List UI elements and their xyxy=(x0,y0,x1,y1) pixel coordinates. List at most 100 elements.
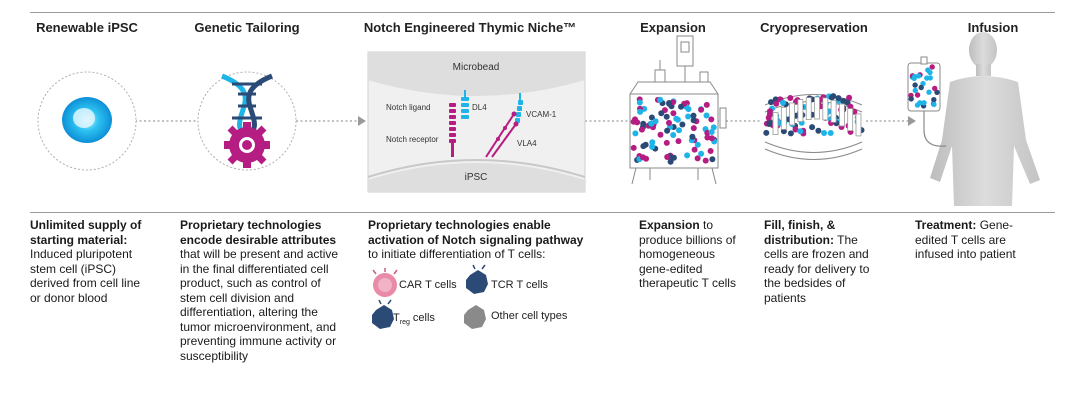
treg-cell-icon xyxy=(372,299,394,329)
cell-dot xyxy=(934,89,940,96)
stage-title-ipsc: Renewable iPSC xyxy=(36,20,138,35)
cell-dot xyxy=(908,96,914,102)
cell-dot xyxy=(708,129,715,135)
cell-dot xyxy=(630,144,637,151)
cell-dot xyxy=(840,98,847,104)
cell-dot xyxy=(638,126,645,133)
legend-icons xyxy=(372,264,488,329)
cell-dot xyxy=(657,96,664,103)
cell-dot xyxy=(664,154,671,160)
cell-dot xyxy=(932,85,938,92)
cell-dot xyxy=(676,127,682,134)
cell-dot xyxy=(637,108,644,115)
cell-dot xyxy=(827,130,834,136)
legend-car-label: CAR T cells xyxy=(399,279,457,291)
desc-ipsc: Unlimited supply of starting material: I… xyxy=(30,218,142,305)
cell-dot xyxy=(912,82,918,88)
cell-dot xyxy=(685,106,692,113)
human-silhouette-icon xyxy=(930,32,1040,206)
cell-dot xyxy=(835,95,842,102)
cell-dot xyxy=(765,114,772,121)
cell-dot xyxy=(830,93,837,100)
cell-dot xyxy=(927,75,933,81)
cryo-vial xyxy=(789,102,795,126)
cryo-vial xyxy=(855,113,862,137)
cryo-vial xyxy=(780,107,787,130)
cell-dot xyxy=(649,139,656,146)
cryo-vial xyxy=(839,103,845,127)
cell-dot xyxy=(698,106,705,113)
cell-dot xyxy=(768,99,774,106)
cell-dot xyxy=(809,124,816,131)
cell-dot xyxy=(710,124,717,131)
label-ipsc: iPSC xyxy=(465,172,488,183)
cell-dot xyxy=(690,125,697,132)
desc-expansion: Expansion to produce billions of homogen… xyxy=(639,218,736,290)
cell-dot xyxy=(657,131,664,138)
cell-dot xyxy=(702,157,709,164)
cell-dot xyxy=(679,121,686,128)
cell-dot xyxy=(708,116,715,123)
label-microbead: Microbead xyxy=(453,62,500,73)
cell-dot xyxy=(914,92,921,98)
cell-dot xyxy=(787,130,794,137)
cell-dot xyxy=(667,158,674,165)
process-illustration: Microbead Notch ligand DL4 VCAM-1 Notch … xyxy=(37,32,1040,206)
cell-dot xyxy=(666,100,673,106)
label-vcam1: VCAM-1 xyxy=(526,110,557,119)
cell-dot xyxy=(915,73,922,79)
label-vla4: VLA4 xyxy=(517,139,537,148)
cell-dot xyxy=(670,154,677,161)
cell-dot xyxy=(640,120,647,127)
cell-dot xyxy=(847,103,854,110)
desc-infusion: Treatment: Gene-edited T cells are infus… xyxy=(915,218,1016,261)
cryo-vial xyxy=(797,99,804,122)
iv-bag-cells xyxy=(908,64,940,109)
stage-title-expansion: Expansion xyxy=(640,20,706,35)
notch-niche-panel: Microbead Notch ligand DL4 VCAM-1 Notch … xyxy=(367,51,586,193)
cell-dot xyxy=(780,128,787,135)
cell-dot xyxy=(931,101,937,108)
cell-dot xyxy=(690,117,697,124)
mid-rule xyxy=(30,212,1055,213)
cell-dot xyxy=(641,105,648,112)
cell-dot xyxy=(787,95,794,101)
top-rule xyxy=(30,12,1055,13)
cell-dot xyxy=(634,119,641,126)
cell-dot xyxy=(929,64,935,70)
cell-dot xyxy=(707,148,714,154)
cell-dot xyxy=(694,155,701,162)
cell-dot xyxy=(670,110,677,117)
cell-dot xyxy=(690,112,697,119)
cell-dot xyxy=(797,128,804,135)
cell-dot xyxy=(685,113,692,120)
stage-title-infusion: Infusion xyxy=(967,20,1019,35)
cell-dot xyxy=(926,89,932,95)
cell-dot xyxy=(917,100,923,106)
cell-dot xyxy=(684,152,691,159)
cell-dot xyxy=(640,143,647,150)
cell-dot xyxy=(918,84,924,91)
cell-dot xyxy=(792,126,799,133)
cell-dot xyxy=(703,112,710,119)
cell-dot xyxy=(636,99,643,106)
cell-dot xyxy=(931,97,937,103)
cell-dot xyxy=(703,101,710,108)
cell-dot xyxy=(675,138,682,145)
label-dl4: DL4 xyxy=(472,103,487,112)
ipsc-cell-icon xyxy=(37,71,137,171)
cell-dot xyxy=(689,133,696,140)
legend-tcr-label: TCR T cells xyxy=(491,279,549,291)
cell-dot xyxy=(643,155,650,162)
cell-dot xyxy=(709,156,716,163)
cell-dot xyxy=(912,87,918,94)
cell-dot xyxy=(815,127,822,134)
stage-title-genetic: Genetic Tailoring xyxy=(194,20,300,35)
desc-cryo: Fill, finish, & distribution: The cells … xyxy=(764,218,870,305)
stage-title-niche: Notch Engineered Thymic Niche™ xyxy=(363,20,577,35)
cell-dot xyxy=(763,129,770,136)
cell-dot xyxy=(921,100,927,106)
cell-dot xyxy=(925,67,931,73)
cryo-vial xyxy=(772,112,779,135)
desc-genetic: Proprietary technologies encode desirabl… xyxy=(180,218,339,363)
